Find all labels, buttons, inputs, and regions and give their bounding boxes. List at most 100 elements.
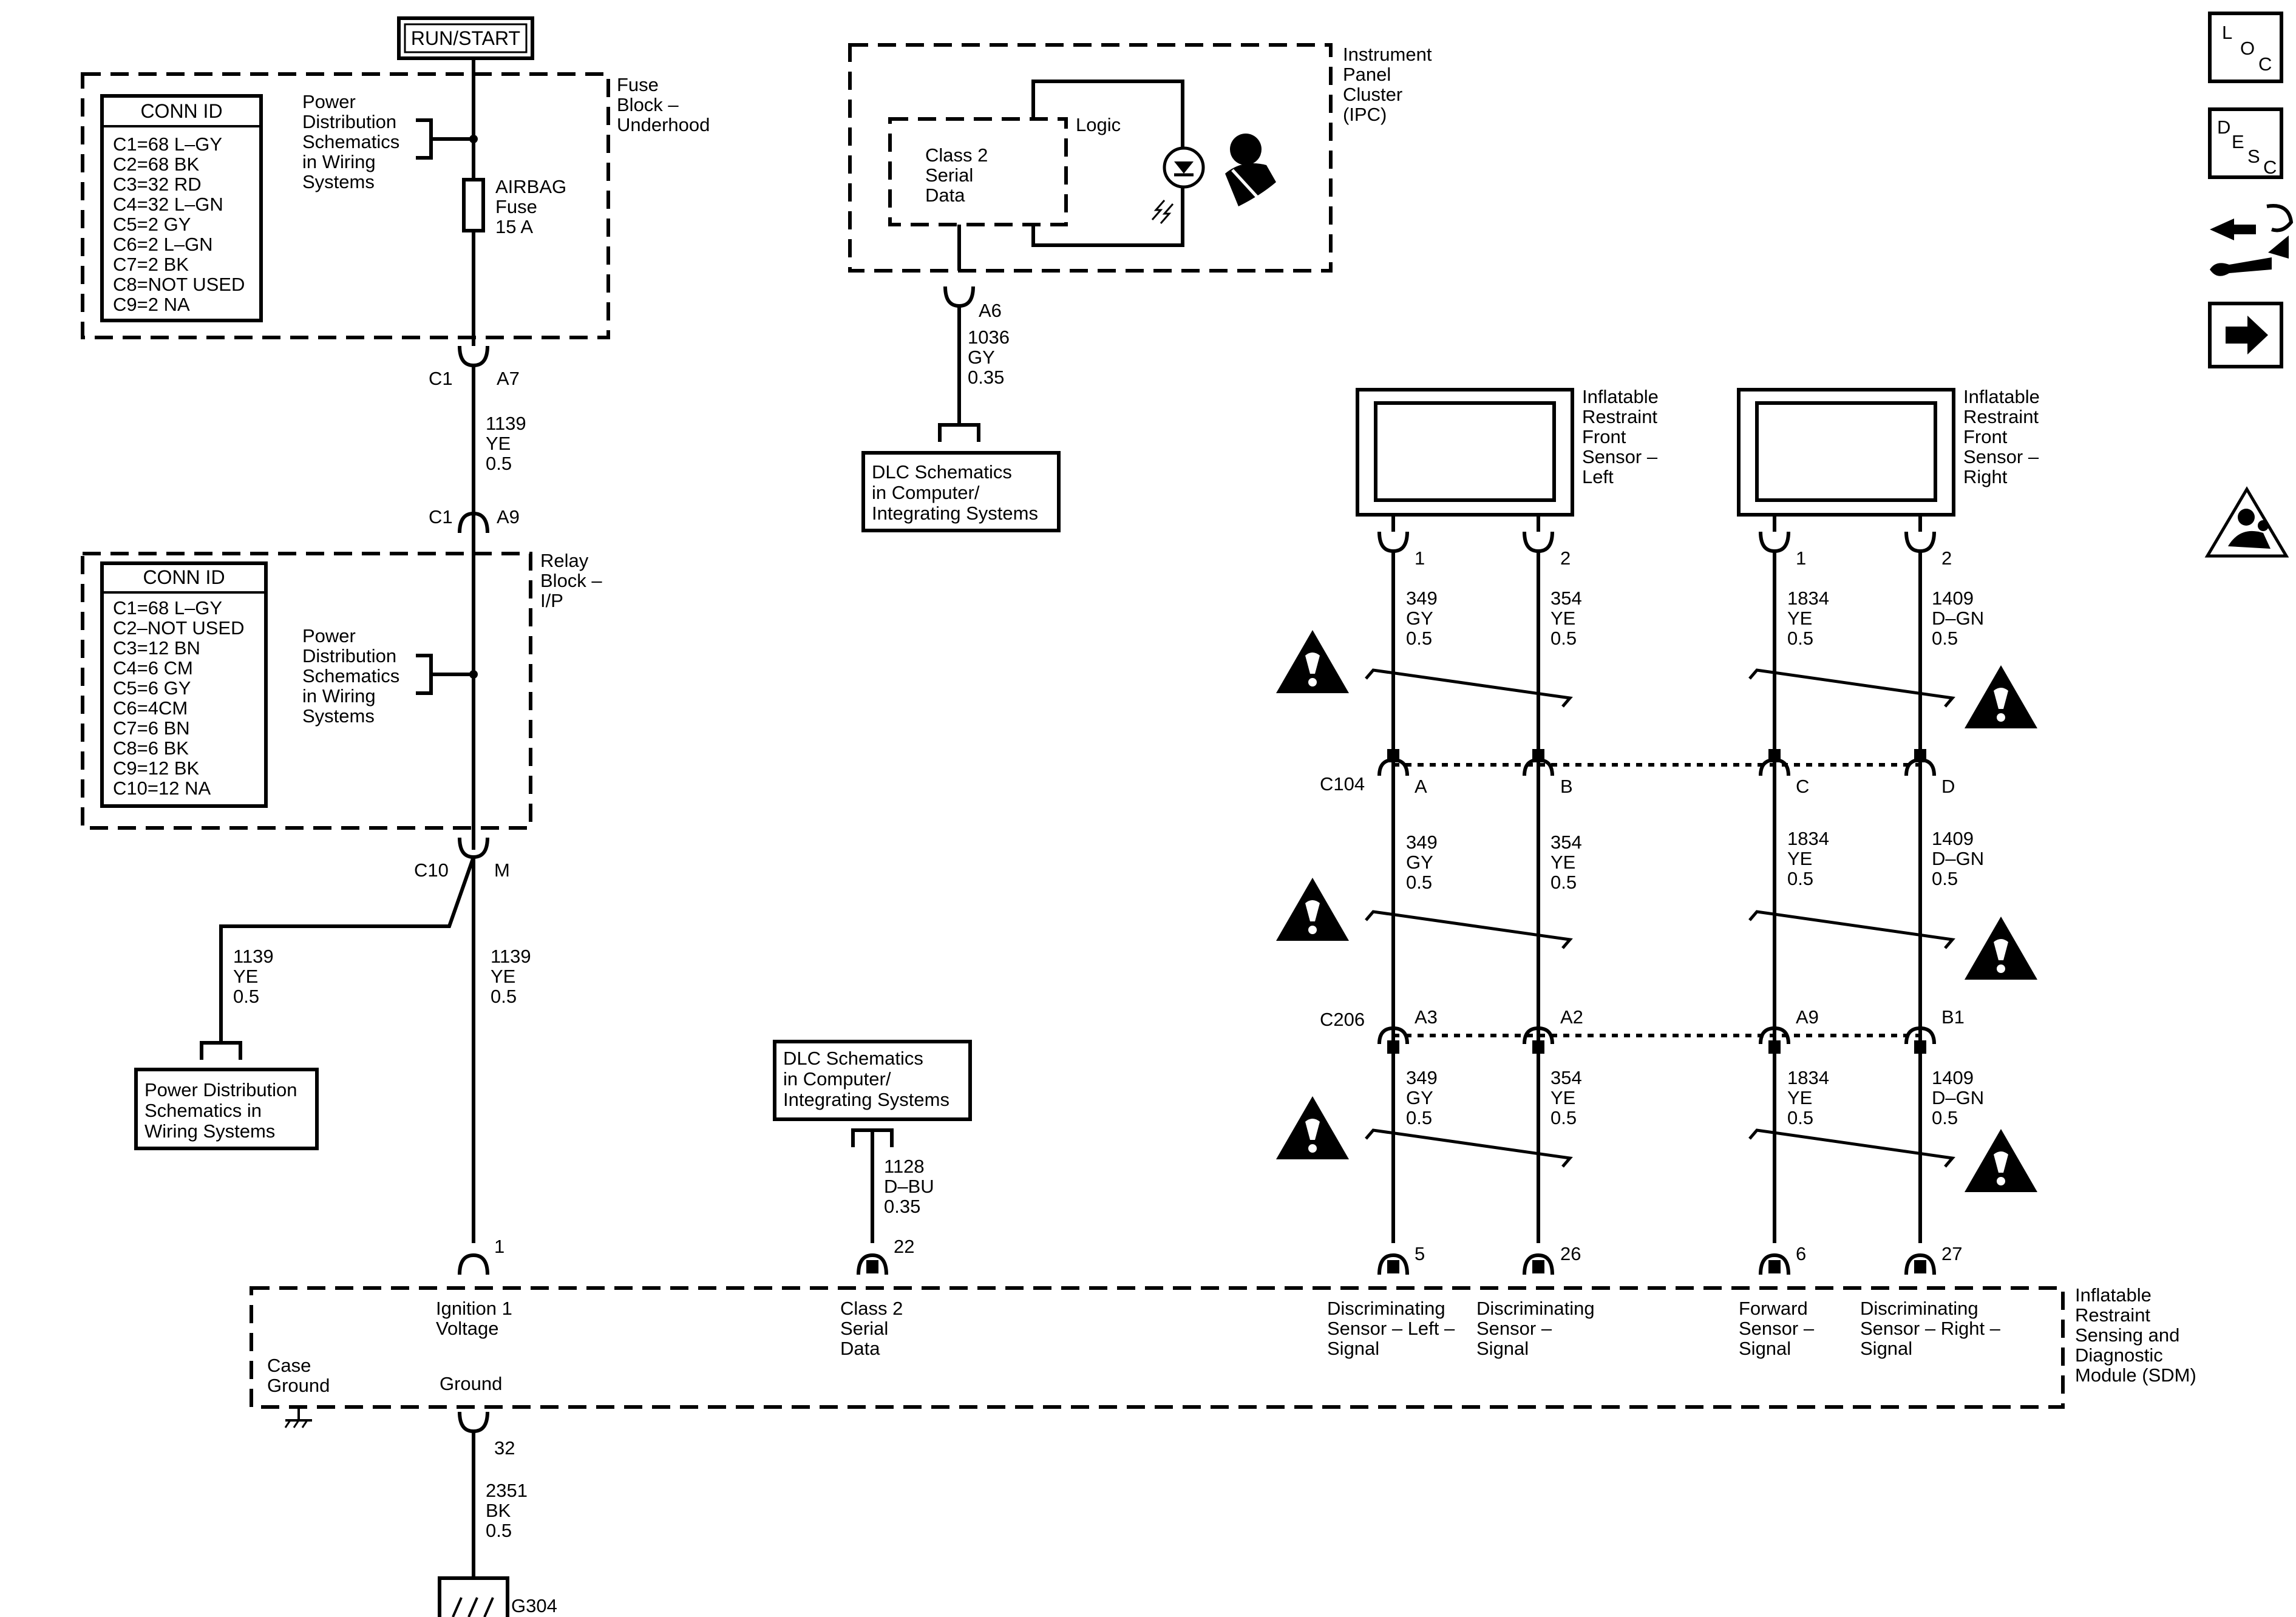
svg-text:A9: A9 [1796, 1006, 1819, 1028]
caution-icon[interactable] [1965, 917, 2037, 980]
svg-text:C3=32 RD: C3=32 RD [113, 174, 202, 195]
svg-text:1834: 1834 [1787, 828, 1829, 849]
svg-text:Inflatable: Inflatable [1963, 386, 2040, 407]
svg-text:Restraint: Restraint [1963, 406, 2039, 427]
svg-text:GY: GY [1406, 852, 1433, 873]
svg-text:Ignition 1: Ignition 1 [436, 1298, 512, 1319]
svg-text:0.35: 0.35 [968, 367, 1004, 388]
svg-text:349: 349 [1406, 588, 1438, 609]
svg-text:Wiring Systems: Wiring Systems [144, 1120, 275, 1142]
svg-text:15 A: 15 A [495, 216, 533, 237]
svg-text:1139: 1139 [233, 946, 274, 967]
connector-tool-icon[interactable] [2210, 204, 2294, 276]
svg-text:22: 22 [894, 1236, 914, 1257]
svg-text:1409: 1409 [1932, 588, 1974, 609]
svg-text:B1: B1 [1941, 1006, 1965, 1028]
svg-text:GY: GY [968, 347, 995, 368]
ipc-name: Instrument Panel Cluster (IPC) [1343, 44, 1432, 125]
svg-text:Class 2: Class 2 [840, 1298, 903, 1319]
svg-text:Schematics: Schematics [302, 665, 399, 686]
svg-text:349: 349 [1406, 1067, 1438, 1088]
svg-text:0.5: 0.5 [1787, 1107, 1813, 1128]
caution-icon[interactable] [1276, 878, 1349, 941]
svg-text:Serial: Serial [840, 1318, 888, 1339]
ground-g304-icon: G304 [438, 1576, 557, 1617]
loc-icon[interactable]: L O C [2208, 12, 2283, 83]
svg-text:L: L [2222, 22, 2232, 43]
svg-text:DLC Schematics: DLC Schematics [783, 1048, 923, 1069]
instrument-panel-cluster: Instrument Panel Cluster (IPC) Logic Cla… [848, 43, 1432, 273]
svg-text:0.5: 0.5 [1787, 868, 1813, 889]
svg-text:Logic: Logic [1076, 114, 1121, 135]
svg-text:A: A [1415, 776, 1427, 797]
svg-text:D–BU: D–BU [884, 1176, 934, 1197]
arrow-right-icon[interactable] [2208, 302, 2283, 368]
svg-text:C1: C1 [429, 506, 453, 527]
wire-2351: 2351 BK 0.5 [486, 1480, 528, 1541]
svg-text:I/P: I/P [540, 590, 563, 611]
svg-text:Sensor –: Sensor – [1739, 1318, 1815, 1339]
svg-text:YE: YE [233, 966, 258, 987]
svg-text:0.5: 0.5 [233, 986, 259, 1007]
svg-text:0.5: 0.5 [1932, 628, 1958, 649]
wire-1128: 1128 D–BU 0.35 [884, 1156, 934, 1217]
svg-text:1128: 1128 [884, 1156, 925, 1177]
svg-text:0.5: 0.5 [1406, 1107, 1432, 1128]
caution-icon[interactable] [1276, 1096, 1349, 1159]
connector-c1-a7: C1 A7 [429, 345, 520, 522]
relay-conn-id-list: C1=68 L–GY C2–NOT USED C3=12 BN C4=6 CM … [113, 597, 245, 799]
sdm-module: 1 22 5 26 6 27 Ignition 1 Voltage Class … [250, 1236, 2196, 1428]
svg-text:Serial: Serial [925, 164, 973, 186]
svg-text:A7: A7 [497, 368, 520, 389]
caution-icon[interactable] [1276, 630, 1349, 693]
svg-text:0.5: 0.5 [486, 1520, 512, 1541]
svg-text:Fuse: Fuse [495, 196, 537, 217]
svg-text:C1=68 L–GY: C1=68 L–GY [113, 597, 222, 619]
svg-text:in Wiring: in Wiring [302, 685, 376, 707]
svg-text:0.5: 0.5 [1932, 1107, 1958, 1128]
svg-text:GY: GY [1406, 608, 1433, 629]
svg-text:0.5: 0.5 [1550, 628, 1577, 649]
dlc-schematics-top-box[interactable]: DLC Schematics in Computer/ Integrating … [861, 451, 1061, 532]
svg-text:Module (SDM): Module (SDM) [2075, 1364, 2196, 1386]
caution-icon[interactable] [1965, 665, 2037, 728]
svg-text:1036: 1036 [968, 327, 1010, 348]
svg-text:6: 6 [1796, 1243, 1806, 1264]
power-distribution-ref-box[interactable]: Power Distribution Schematics in Wiring … [134, 1068, 319, 1150]
svg-text:0.5: 0.5 [1406, 628, 1432, 649]
svg-text:C2=68 BK: C2=68 BK [113, 154, 200, 175]
sensor-wire-labels-seg2: 349 GY 0.5 354 YE 0.5 1834 YE 0.5 1409 D… [1406, 828, 1984, 893]
svg-text:Schematics: Schematics [302, 131, 399, 152]
svg-text:YE: YE [491, 966, 515, 987]
dlc-schematics-bottom-box[interactable]: DLC Schematics in Computer/ Integrating … [773, 1040, 972, 1121]
svg-text:Power: Power [302, 91, 356, 112]
svg-text:Panel: Panel [1343, 64, 1391, 85]
svg-text:C1: C1 [429, 368, 453, 389]
desc-icon[interactable]: D E S C [2208, 107, 2283, 179]
svg-text:Inflatable: Inflatable [2075, 1284, 2152, 1306]
sensor-wires [1391, 551, 1922, 1243]
run-start-label: RUN/START [397, 16, 534, 60]
svg-text:26: 26 [1560, 1243, 1581, 1264]
airbag-warning-person-icon [1225, 134, 1276, 206]
svg-text:GY: GY [1406, 1087, 1433, 1108]
airbag-warning-icon[interactable] [2204, 486, 2289, 558]
svg-text:B: B [1560, 776, 1573, 797]
sdm-ignition-label: Ignition 1 Voltage [436, 1298, 512, 1339]
fuse-block-underhood: CONN ID C1=68 L–GY C2=68 BK C3=32 RD C4=… [81, 72, 710, 339]
svg-text:C9=2 NA: C9=2 NA [113, 294, 190, 315]
connector-ground-32: 32 [458, 1411, 515, 1459]
caution-icon[interactable] [1965, 1129, 2037, 1192]
svg-text:349: 349 [1406, 832, 1438, 853]
svg-text:YE: YE [1787, 1087, 1812, 1108]
svg-text:C1=68 L–GY: C1=68 L–GY [113, 134, 222, 155]
svg-text:2: 2 [1941, 547, 1952, 569]
svg-text:2: 2 [1560, 547, 1571, 569]
svg-text:M: M [494, 859, 510, 881]
svg-text:Signal: Signal [1476, 1338, 1529, 1359]
svg-text:Data: Data [925, 185, 965, 206]
airbag-fuse-symbol [462, 178, 485, 232]
svg-text:Block –: Block – [617, 94, 679, 115]
svg-text:C206: C206 [1320, 1009, 1365, 1030]
svg-text:D–GN: D–GN [1932, 1087, 1984, 1108]
